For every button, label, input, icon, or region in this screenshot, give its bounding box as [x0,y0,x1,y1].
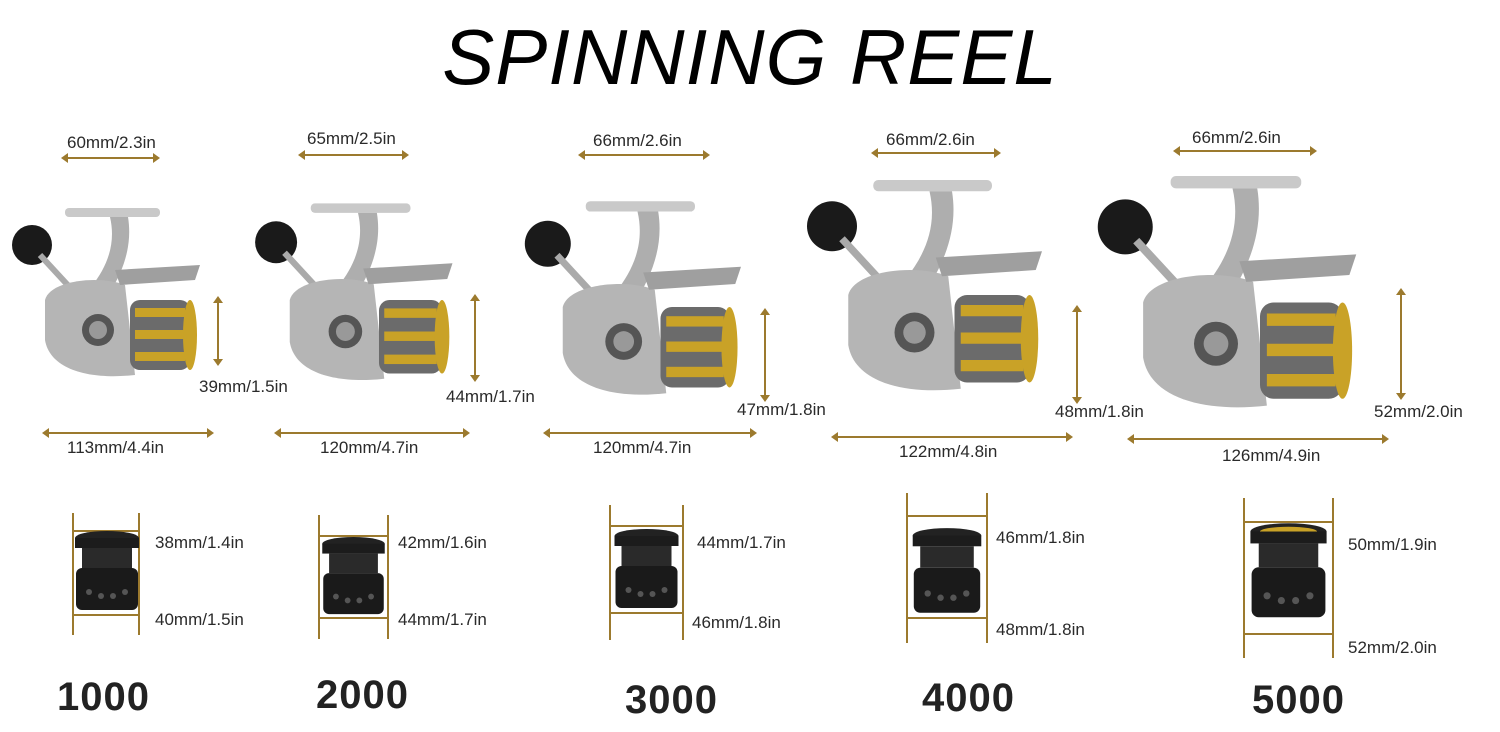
top-width-label: 66mm/2.6in [593,131,682,150]
height-label: 44mm/1.7in [446,387,535,406]
reel-image [524,201,741,395]
spool-image [614,529,679,608]
top-width-label: 65mm/2.5in [307,129,396,148]
height-label: 47mm/1.8in [737,400,826,419]
reel-image [12,208,200,377]
spool-bottom-label: 44mm/1.7in [398,610,487,629]
spool-top-label: 42mm/1.6in [398,533,487,552]
model-label: 2000 [316,673,409,717]
height-label: 48mm/1.8in [1055,402,1144,421]
top-width-arrow [871,148,1001,158]
model-label: 4000 [922,676,1015,720]
height-arrow [213,296,223,366]
spool-image [1250,523,1327,618]
height-label: 39mm/1.5in [199,377,288,396]
top-width-label: 66mm/2.6in [886,130,975,149]
model-label: 5000 [1252,678,1345,722]
reel-image [807,180,1042,391]
spool-top-label: 44mm/1.7in [697,533,786,552]
length-arrow [42,428,214,438]
spool-bottom-label: 40mm/1.5in [155,610,244,629]
length-arrow [831,432,1073,442]
spool-top-label: 50mm/1.9in [1348,535,1437,554]
length-label: 122mm/4.8in [899,442,998,461]
spool-image [912,528,982,613]
height-arrow [760,308,770,402]
top-width-label: 66mm/2.6in [1192,128,1281,147]
page-title: SPINNING REEL [442,13,1058,101]
length-label: 113mm/4.4in [67,438,165,457]
top-width-label: 60mm/2.3in [67,133,156,152]
reel-image [255,203,453,381]
length-arrow [1127,434,1389,444]
spool-bottom-label: 46mm/1.8in [692,613,781,632]
length-label: 120mm/4.7in [593,438,692,457]
height-arrow [470,294,480,382]
height-arrow [1396,288,1406,400]
top-width-arrow [578,150,710,160]
top-width-arrow [1173,146,1317,156]
height-label: 52mm/2.0in [1374,402,1463,421]
top-width-arrow [298,150,409,160]
model-label: 1000 [57,675,150,719]
model-label: 3000 [625,678,718,722]
length-arrow [543,428,757,438]
reel-image [1097,176,1357,408]
height-arrow [1072,305,1082,404]
spool-top-label: 38mm/1.4in [155,533,244,552]
spool-bottom-label: 48mm/1.8in [996,620,1085,639]
length-label: 126mm/4.9in [1222,446,1321,465]
spool-bottom-label: 52mm/2.0in [1348,638,1437,657]
length-arrow [274,428,470,438]
length-label: 120mm/4.7in [320,438,419,457]
spool-image [322,536,385,615]
spool-image [75,531,139,610]
spool-top-label: 46mm/1.8in [996,528,1085,547]
top-width-arrow [61,153,160,163]
